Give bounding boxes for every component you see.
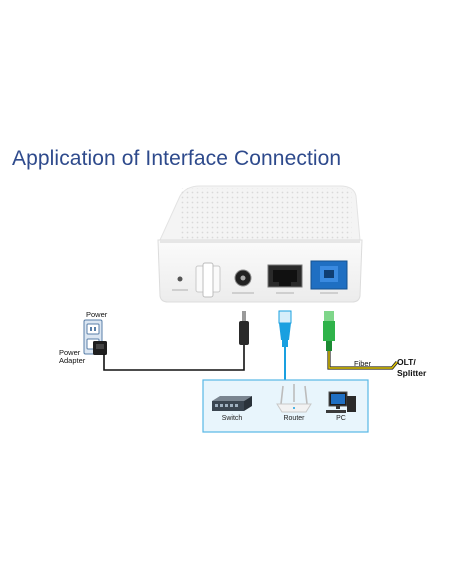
device-label-switch: Switch xyxy=(221,415,243,422)
pon-port xyxy=(310,260,348,294)
device-label-router: Router xyxy=(283,415,305,422)
page-title: Application of Interface Connection xyxy=(12,147,342,170)
fiber-label: Fiber xyxy=(354,359,372,368)
dc-power-port xyxy=(232,269,254,294)
dc-plug-icon xyxy=(239,311,249,345)
device-label-pc: PC xyxy=(336,415,346,422)
olt-label-line1: OLT/ xyxy=(397,357,416,367)
power-label: Power xyxy=(86,310,108,319)
lan-cable xyxy=(278,310,292,380)
olt-label-line2: Splitter xyxy=(397,368,427,378)
lan-port xyxy=(267,264,303,294)
wall-outlet-icon xyxy=(83,319,103,355)
power-adapter-label-line2: Adapter xyxy=(59,356,86,365)
ont-device xyxy=(157,185,363,303)
power-adapter-label-line1: Power xyxy=(59,348,81,357)
power-cable xyxy=(103,345,245,371)
reset-hole xyxy=(177,276,183,282)
router-icon xyxy=(276,384,312,413)
power-adapter-icon xyxy=(93,341,107,355)
switch-icon xyxy=(212,396,252,411)
power-button xyxy=(195,262,221,298)
pc-icon xyxy=(326,391,356,413)
fiber-cable xyxy=(323,311,399,370)
